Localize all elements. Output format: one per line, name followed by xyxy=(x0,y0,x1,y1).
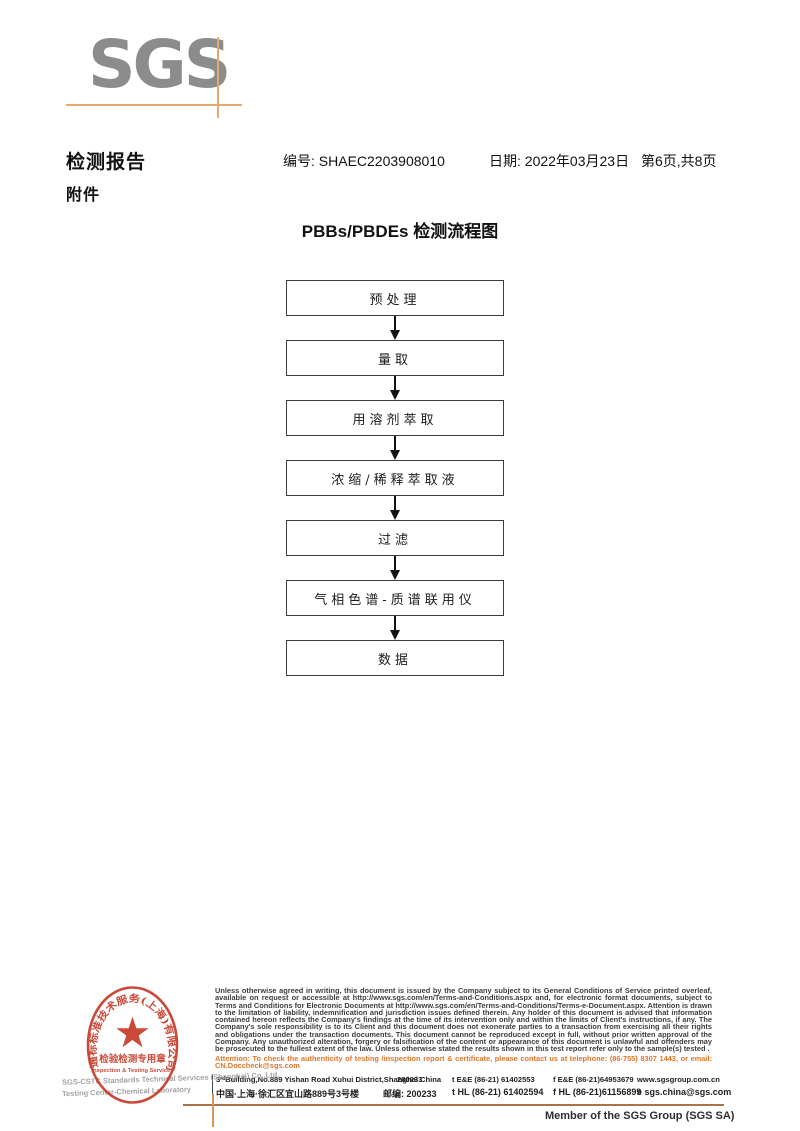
flow-step-pretreatment: 预处理 xyxy=(286,280,504,316)
arrow-down-icon xyxy=(389,496,401,520)
report-title: 检测报告 xyxy=(66,152,147,173)
page-indicator: 第6页,共8页 xyxy=(641,153,717,169)
sgs-group-member-text: Member of the SGS Group (SGS SA) xyxy=(545,1110,735,1122)
email-address: e sgs.china@sgs.com xyxy=(637,1087,732,1097)
report-date: 日期: 2022年03月23日 xyxy=(489,151,629,171)
flow-step-filter: 过滤 xyxy=(286,520,504,556)
report-number-label: 编号: xyxy=(283,153,315,169)
arrow-down-icon xyxy=(389,556,401,580)
stamp-purpose-text-en: Inspection & Testing Services xyxy=(91,1068,173,1074)
flow-step-solvent-extraction: 用溶剂萃取 xyxy=(286,400,504,436)
postcode-cn: 邮编: 200233 xyxy=(383,1087,437,1100)
stamp-purpose-text: 检验检测专用章 xyxy=(99,1053,166,1065)
terms-and-conditions-text: Unless otherwise agreed in writing, this… xyxy=(215,986,712,1054)
stamp-star-icon: ★ xyxy=(114,1009,152,1056)
arrow-down-icon xyxy=(389,436,401,460)
address-cn: 中国·上海·徐汇区宜山路889号3号楼 xyxy=(216,1089,360,1099)
sgs-logo: SGS xyxy=(88,26,231,103)
report-number: 编号: SHAEC2203908010 xyxy=(283,151,445,171)
attachment-label: 附件 xyxy=(66,187,101,204)
postcode-cn-label: 邮编: xyxy=(383,1089,404,1099)
flowchart-title: PBBs/PBDEs 检测流程图 xyxy=(301,222,499,241)
footer-crop-vline xyxy=(212,1094,214,1127)
inspection-testing-stamp-icon: 通标标准技术服务(上海)有限公司 ★ 检验检测专用章 Inspection & … xyxy=(86,986,179,1104)
postcode-cn-value: 200233 xyxy=(406,1089,437,1099)
authenticity-attention-text: Attention: To check the authenticity of … xyxy=(215,1053,712,1071)
fax-cn: f HL (86-21)61156899 xyxy=(553,1087,642,1097)
footer-crop-hline xyxy=(183,1104,724,1106)
flow-step-data: 数据 xyxy=(286,640,504,676)
phone-en: t E&E (86-21) 61402553 xyxy=(452,1075,535,1084)
arrow-down-icon xyxy=(389,616,401,640)
arrow-down-icon xyxy=(389,316,401,340)
logo-crop-vline xyxy=(217,37,219,118)
arrow-down-icon xyxy=(389,376,401,400)
website-url: www.sgsgroup.com.cn xyxy=(637,1075,720,1084)
phone-cn: t HL (86-21) 61402594 xyxy=(452,1087,544,1097)
logo-crop-hline xyxy=(66,104,242,106)
report-date-label: 日期: xyxy=(489,153,521,169)
report-number-value: SHAEC2203908010 xyxy=(318,153,445,169)
footer-legal-block: Unless otherwise agreed in writing, this… xyxy=(215,987,712,1070)
report-date-value: 2022年03月23日 xyxy=(524,153,630,169)
flow-step-gcms: 气相色谱-质谱联用仪 xyxy=(286,580,504,616)
flow-step-concentrate-dilute: 浓缩/稀释萃取液 xyxy=(286,460,504,496)
fax-en: f E&E (86-21)64953679 xyxy=(553,1075,634,1084)
address-separator-line xyxy=(212,1074,213,1097)
postcode-en: 200233 xyxy=(397,1075,423,1084)
flow-step-measure: 量取 xyxy=(286,340,504,376)
address-en: 3ʳᵈBuilding,No.889 Yishan Road Xuhui Dis… xyxy=(216,1075,442,1084)
